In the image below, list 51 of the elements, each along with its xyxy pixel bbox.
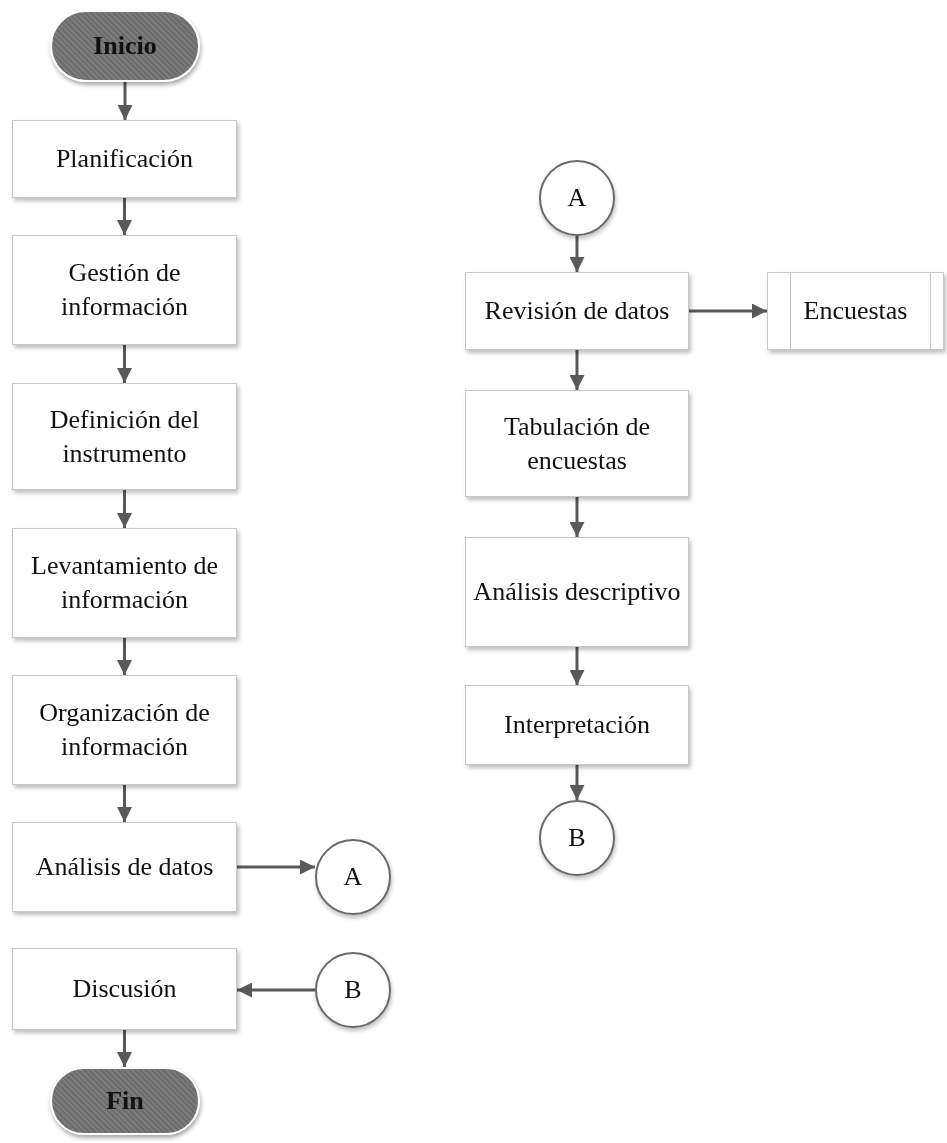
process-box xyxy=(12,120,237,198)
arrow xyxy=(237,859,315,875)
arrow xyxy=(569,647,585,685)
arrow xyxy=(117,785,132,822)
node-label: Discusión xyxy=(71,973,178,1006)
node-label: Definición del instrumento xyxy=(48,403,201,470)
node-label: Inicio xyxy=(92,30,158,63)
process-box xyxy=(12,383,237,490)
node-label: Fin xyxy=(105,1085,145,1118)
node-label: Gestión de información xyxy=(59,257,190,323)
node-label: Interpretación xyxy=(503,709,651,742)
process-box xyxy=(465,685,689,765)
node-label: Levantamiento de información xyxy=(30,550,219,616)
node-label: Tabulación de encuestas xyxy=(502,410,652,477)
arrow xyxy=(237,982,315,998)
process-box xyxy=(12,675,237,785)
process-box xyxy=(465,272,689,350)
node-label: B xyxy=(343,974,363,1007)
terminator-shape xyxy=(50,1067,200,1135)
arrow xyxy=(117,198,132,235)
connector-circle xyxy=(315,839,391,915)
node-label: A xyxy=(566,182,588,215)
arrow xyxy=(569,350,585,390)
arrow xyxy=(569,765,585,800)
predefined-process-box xyxy=(767,272,944,350)
node-label: Organización de información xyxy=(38,697,211,763)
arrow xyxy=(117,638,132,675)
process-box xyxy=(12,235,237,345)
arrow xyxy=(569,236,585,272)
connector-circle xyxy=(315,952,391,1028)
node-label: A xyxy=(342,861,364,894)
arrow xyxy=(117,82,133,120)
arrow xyxy=(117,490,132,528)
process-box xyxy=(465,390,689,497)
node-label: Análisis descriptivo xyxy=(472,576,682,609)
terminator-shape xyxy=(50,10,200,82)
node-label: B xyxy=(567,822,587,855)
process-box xyxy=(465,537,689,647)
node-label: Encuestas xyxy=(802,295,909,328)
connector-circle xyxy=(539,800,615,876)
process-box xyxy=(12,528,237,638)
node-label: Análisis de datos xyxy=(34,851,215,884)
process-box xyxy=(12,948,237,1030)
node-label: Revisión de datos xyxy=(483,295,671,328)
process-box xyxy=(12,822,237,912)
arrow xyxy=(117,1030,132,1067)
node-label: Planificación xyxy=(54,143,195,176)
arrow xyxy=(689,303,767,319)
arrow xyxy=(117,345,132,383)
connector-circle xyxy=(539,160,615,236)
arrow xyxy=(569,497,585,537)
